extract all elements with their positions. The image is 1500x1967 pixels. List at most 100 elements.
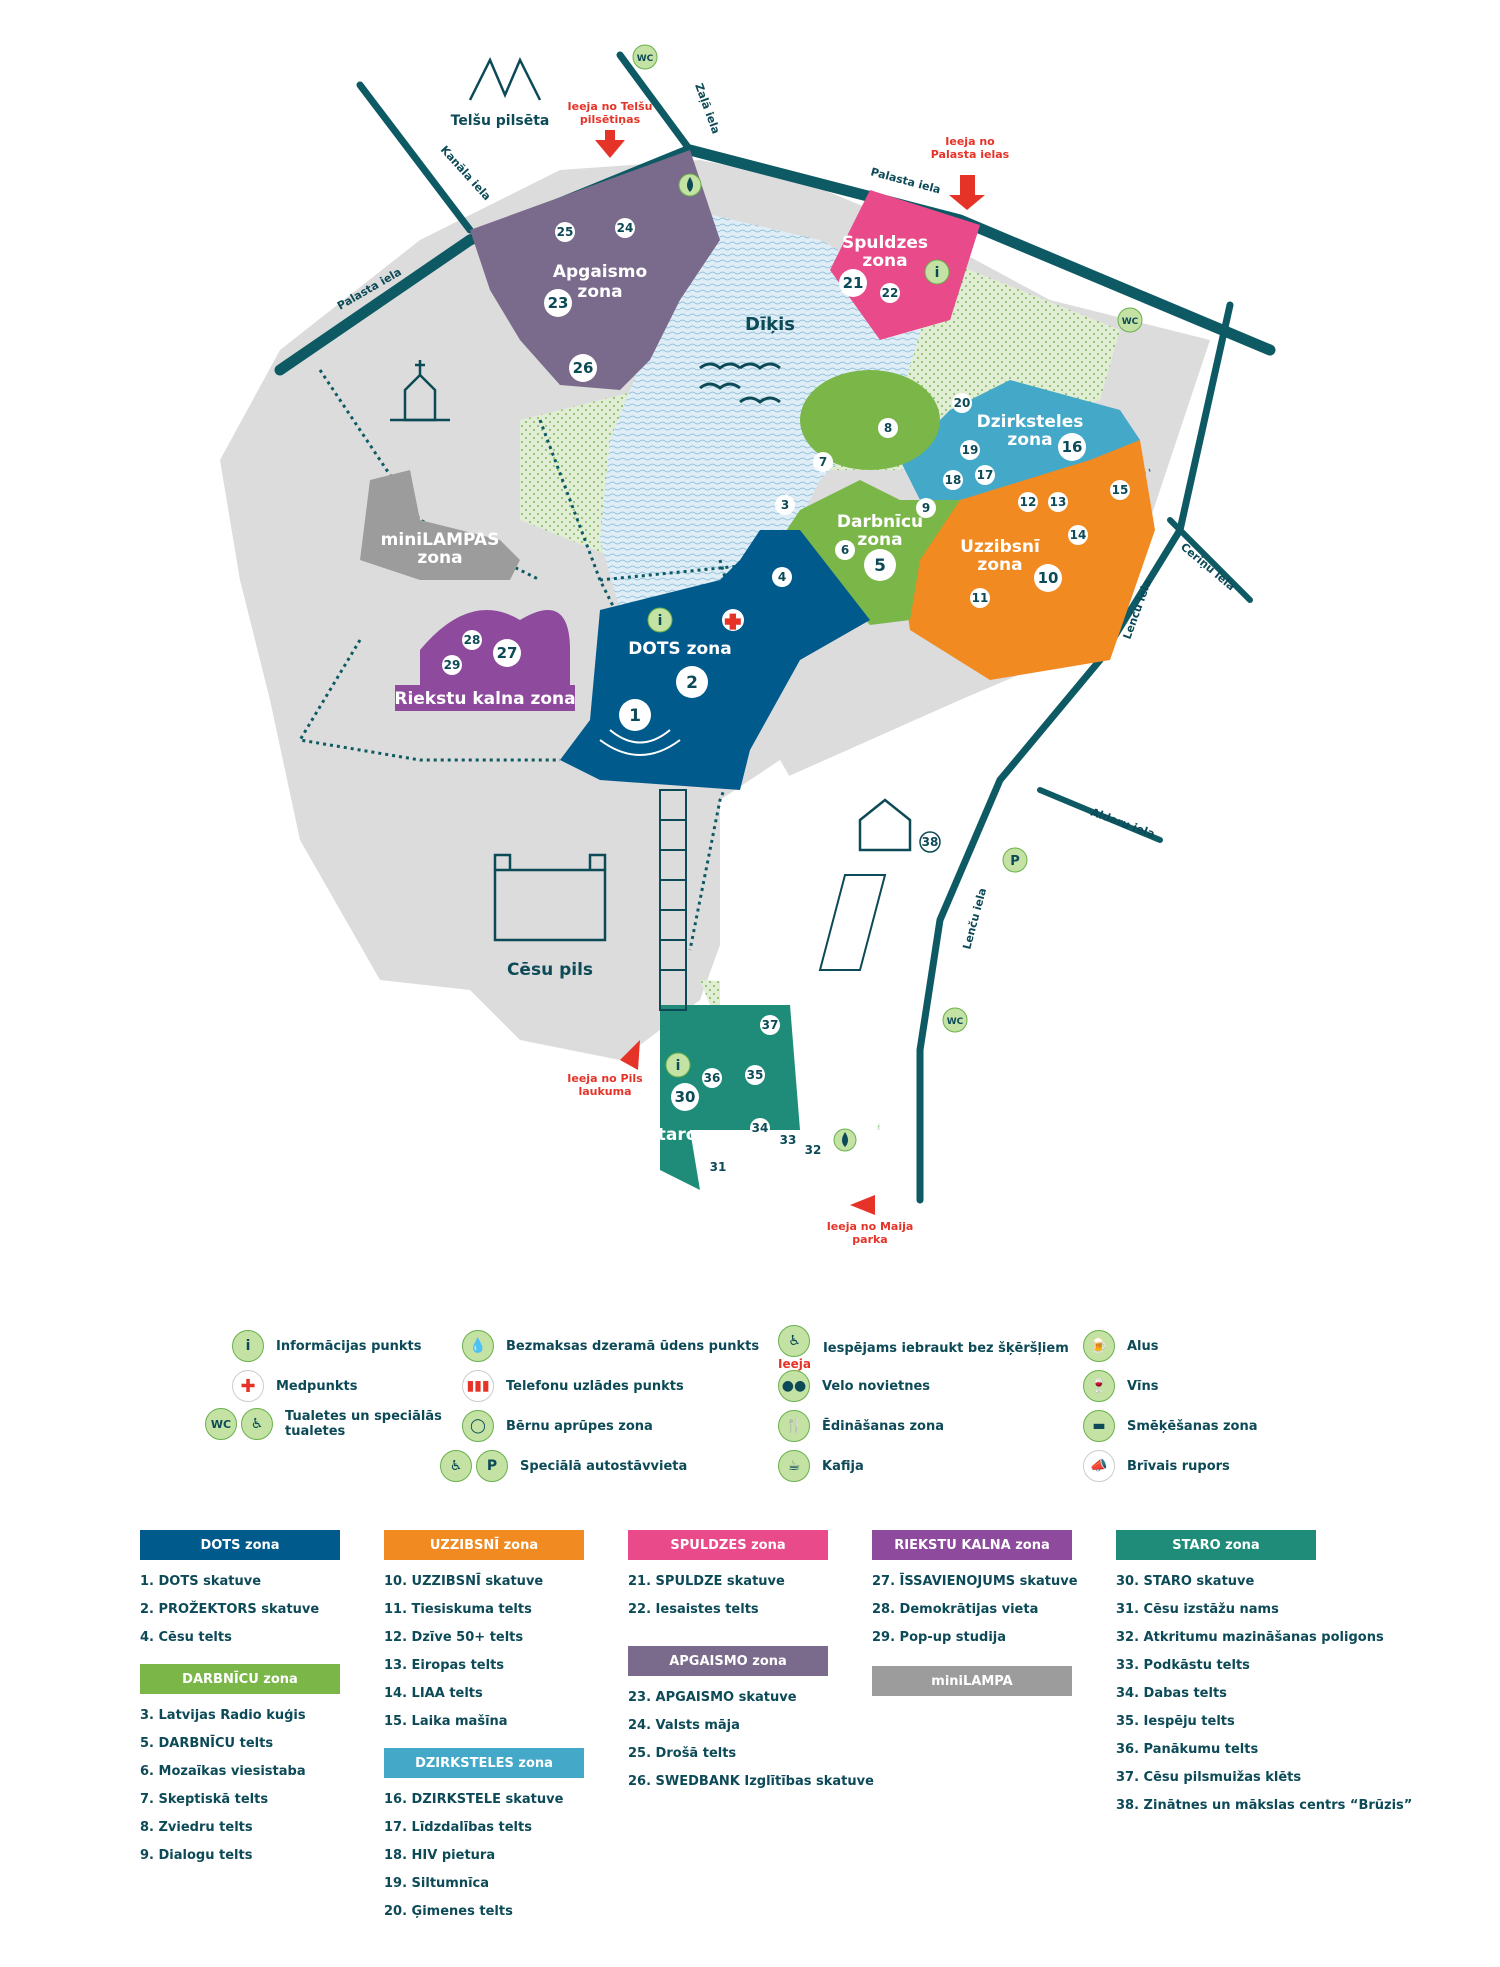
svg-text:9: 9 bbox=[922, 501, 930, 515]
svg-text:22: 22 bbox=[882, 286, 899, 300]
list-item: 25. Drošā telts bbox=[628, 1746, 737, 1761]
svg-text:zona: zona bbox=[862, 251, 907, 271]
list-item: 13. Eiropas telts bbox=[384, 1658, 505, 1673]
list-item: 36. Panākumu telts bbox=[1116, 1742, 1259, 1757]
list-item: 31. Cēsu izstāžu nams bbox=[1116, 1602, 1279, 1617]
list-item: 28. Demokrātijas vieta bbox=[872, 1602, 1039, 1617]
entrance-arrow-icon bbox=[595, 130, 625, 158]
cutlery-icon: 🍴 bbox=[778, 1410, 810, 1442]
entrance-arrow-icon bbox=[620, 1040, 640, 1070]
list-column-1: DOTS zona 1. DOTS skatuve 2. PROŽEKTORS … bbox=[140, 1530, 340, 1882]
list-header-riekstu: RIEKSTU KALNA zona bbox=[872, 1530, 1072, 1560]
svg-text:Riekstu kalna zona: Riekstu kalna zona bbox=[394, 689, 575, 709]
list-darbnicu: 3. Latvijas Radio kuģis 5. DARBNĪCU telt… bbox=[140, 1702, 340, 1870]
list-item: 24. Valsts māja bbox=[628, 1718, 740, 1733]
list-column-3: SPULDZES zona 21. SPULDZE skatuve 22. Ie… bbox=[628, 1530, 874, 1808]
svg-text:29: 29 bbox=[444, 658, 461, 672]
accessible-icon: ♿ bbox=[440, 1450, 472, 1482]
svg-text:12: 12 bbox=[1020, 495, 1037, 509]
svg-text:8: 8 bbox=[884, 421, 892, 435]
list-item: 20. Ģimenes telts bbox=[384, 1904, 513, 1919]
legend-med: ✚ Medpunkts bbox=[232, 1370, 357, 1402]
festival-map: Dīķis Apgaismo zona Spuldzes zona bbox=[220, 44, 1276, 1246]
list-item: 6. Mozaīkas viesistaba bbox=[140, 1764, 306, 1779]
map-legend: i Informācijas punkts ✚ Medpunkts WC ♿ T… bbox=[0, 1320, 1500, 1500]
list-header-darbnicu: DARBNĪCU zona bbox=[140, 1664, 340, 1694]
zone-darbnicu: Darbnīcu zona bbox=[780, 370, 960, 625]
pond: Dīķis bbox=[600, 210, 930, 610]
legend-parking: ♿ P Speciālā autostāvvieta bbox=[440, 1450, 687, 1482]
svg-text:30: 30 bbox=[675, 1088, 696, 1106]
legend-kids: ◯ Bērnu aprūpes zona bbox=[462, 1410, 653, 1442]
stairs-icon-2 bbox=[818, 874, 887, 971]
list-column-2: UZZIBSNĪ zona 10. UZZIBSNĪ skatuve 11. T… bbox=[384, 1530, 584, 1938]
list-item: 17. Līdzdalības telts bbox=[384, 1820, 532, 1835]
list-item: 19. Siltumnīca bbox=[384, 1876, 490, 1891]
legend-smoke: ▬ Smēķēšanas zona bbox=[1083, 1410, 1258, 1442]
stage-markers: 1 2 3 4 5 6 7 8 9 10 11 12 13 14 15 16 1… bbox=[442, 218, 1130, 1177]
house-icon bbox=[858, 798, 912, 852]
svg-text:28: 28 bbox=[464, 633, 481, 647]
entrance-telsu: Ieeja no Telšu pilsētiņas bbox=[568, 100, 653, 158]
list-item: 21. SPULDZE skatuve bbox=[628, 1574, 785, 1589]
list-item: 29. Pop-up studija bbox=[872, 1630, 1006, 1645]
legend-megaphone: 📣 Brīvais rupors bbox=[1083, 1450, 1230, 1482]
accessible-icon: ♿ bbox=[241, 1408, 273, 1440]
wine-icon: 🍷 bbox=[1083, 1370, 1115, 1402]
svg-text:pilsētiņas: pilsētiņas bbox=[580, 113, 641, 126]
svg-text:14: 14 bbox=[1070, 528, 1087, 542]
list-item: 10. UZZIBSNĪ skatuve bbox=[384, 1574, 544, 1589]
zone-spuldzes: Spuldzes zona bbox=[830, 190, 980, 340]
svg-text:15: 15 bbox=[1112, 483, 1129, 497]
svg-text:WC: WC bbox=[637, 54, 654, 64]
cigarette-icon: ▬ bbox=[1083, 1410, 1115, 1442]
wc-icon: WC bbox=[1117, 307, 1143, 333]
info-icon: i bbox=[665, 1052, 691, 1078]
legend-water: 💧 Bezmaksas dzeramā ūdens punkts bbox=[462, 1330, 759, 1362]
tent-icon bbox=[468, 57, 542, 101]
info-icon: i bbox=[924, 259, 950, 285]
info-icon: i bbox=[232, 1330, 264, 1362]
legend-toilets-line2: tualetes bbox=[285, 1424, 346, 1439]
list-header-dzirksteles: DZIRKSTELES zona bbox=[384, 1748, 584, 1778]
svg-text:Ieeja no Telšu: Ieeja no Telšu bbox=[568, 100, 653, 113]
svg-text:Spuldzes: Spuldzes bbox=[842, 233, 928, 253]
list-header-dots: DOTS zona bbox=[140, 1530, 340, 1560]
water-drop-icon bbox=[678, 173, 702, 197]
svg-text:5: 5 bbox=[874, 556, 886, 576]
list-item: 22. Iesaistes telts bbox=[628, 1602, 759, 1617]
svg-text:7: 7 bbox=[819, 455, 827, 469]
svg-text:17: 17 bbox=[977, 468, 994, 482]
svg-text:34: 34 bbox=[752, 1121, 769, 1135]
svg-text:zona: zona bbox=[577, 282, 622, 302]
svg-text:zona: zona bbox=[1007, 430, 1052, 450]
street-aldaru: Aldaru iela bbox=[1089, 806, 1156, 841]
svg-text:i: i bbox=[935, 265, 940, 281]
list-item: 35. Iespēju telts bbox=[1116, 1714, 1235, 1729]
svg-text:25: 25 bbox=[557, 225, 574, 239]
svg-text:Palasta ielas: Palasta ielas bbox=[931, 148, 1010, 161]
church-icon bbox=[390, 360, 450, 422]
svg-text:Darbnīcu: Darbnīcu bbox=[837, 512, 923, 532]
list-header-apgaismo: APGAISMO zona bbox=[628, 1646, 828, 1676]
birds-icon bbox=[699, 362, 781, 404]
entrance-maija: Ieeja no Maija parka bbox=[827, 1195, 913, 1246]
beer-icon: 🍺 bbox=[1083, 1330, 1115, 1362]
list-spuldzes: 21. SPULDZE skatuve 22. Iesaistes telts bbox=[628, 1568, 828, 1624]
medpunkts-icon bbox=[722, 609, 744, 631]
svg-text:20: 20 bbox=[954, 396, 971, 410]
water-drop-icon bbox=[833, 1128, 857, 1152]
entrance-palasta: Ieeja no Palasta ielas bbox=[931, 135, 1010, 210]
wc-icon: WC bbox=[632, 44, 658, 70]
svg-text:11: 11 bbox=[972, 591, 989, 605]
legend-food: 🍴 Ēdināšanas zona bbox=[778, 1410, 944, 1442]
legend-phone: ▮▮▮ Telefonu uzlādes punkts bbox=[462, 1370, 684, 1402]
street-palasta-top: Palasta iela bbox=[869, 165, 942, 196]
street-cerinu: Ceriņu iela bbox=[1178, 540, 1237, 593]
tent-city-label: Telšu pilsēta bbox=[451, 113, 550, 129]
svg-text:i: i bbox=[676, 1058, 681, 1074]
list-item: 33. Podkāstu telts bbox=[1116, 1658, 1250, 1673]
svg-text:35: 35 bbox=[747, 1068, 764, 1082]
list-dzirksteles: 16. DZIRKSTELE skatuve 17. Līdzdalības t… bbox=[384, 1786, 584, 1926]
